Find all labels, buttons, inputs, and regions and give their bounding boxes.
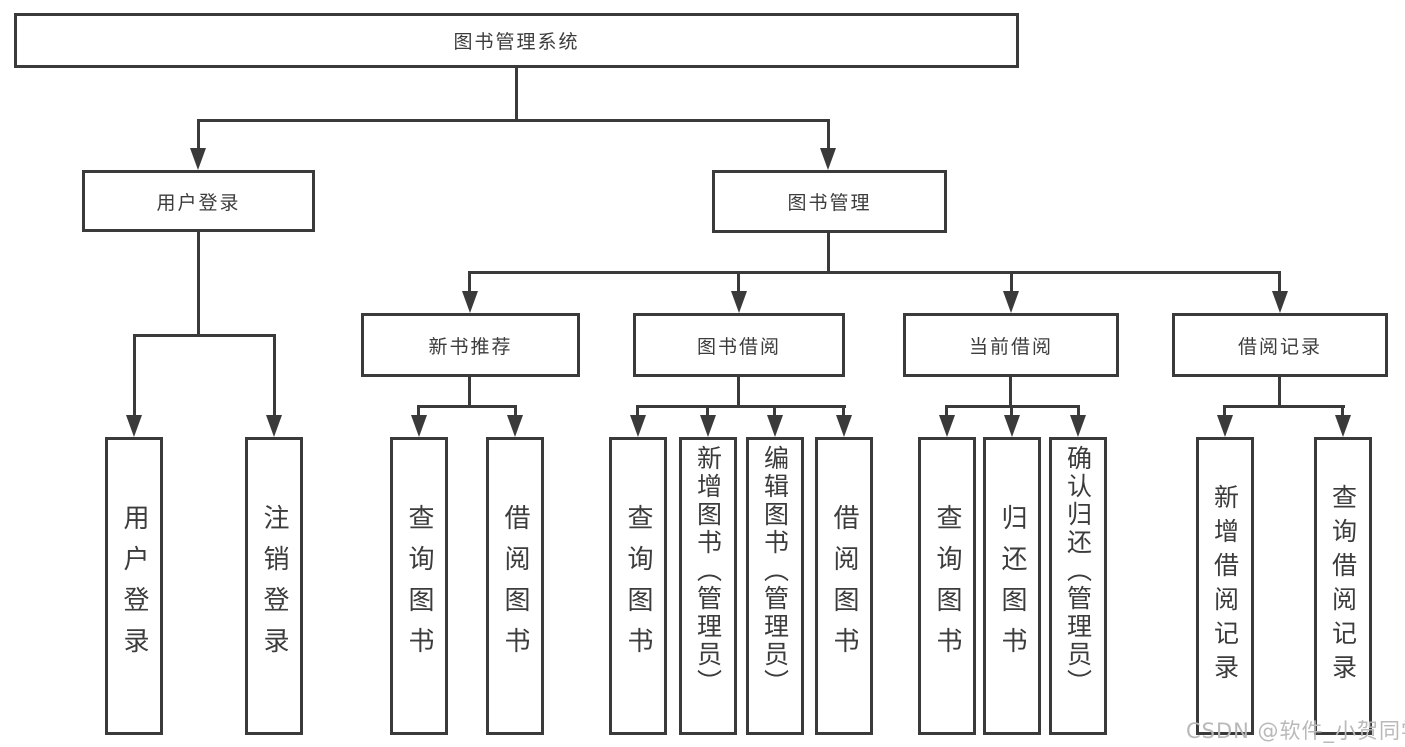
node-query-borrow-record: 查询借阅记录 (1314, 437, 1372, 735)
connector-line (1010, 271, 1013, 293)
connector-line (1009, 377, 1012, 408)
node-new-book-recommend: 新书推荐 (361, 313, 580, 377)
node-library-system: 图书管理系统 (14, 13, 1019, 68)
connector-arrowhead (1217, 415, 1233, 437)
node-add-book-admin: 新增图书（管理员） (679, 437, 737, 735)
connector-line (636, 405, 639, 417)
connector-arrowhead (700, 415, 716, 437)
node-label: 新书推荐 (428, 335, 513, 358)
node-label: 借阅图书 (500, 504, 530, 668)
connector-line (1341, 405, 1344, 417)
node-add-borrow-record: 新增借阅记录 (1196, 437, 1254, 735)
node-label: 用户登录 (119, 504, 149, 668)
node-query-books-current: 查询图书 (918, 437, 976, 735)
node-label: 借阅图书 (829, 504, 859, 668)
connector-arrowhead (1004, 415, 1020, 437)
connector-arrowhead (266, 415, 282, 437)
node-user-login-leaf: 用户登录 (105, 437, 163, 735)
connector-line (1223, 405, 1226, 417)
connector-arrowhead (731, 291, 747, 313)
connector-line (273, 334, 276, 416)
connector-arrowhead (836, 415, 852, 437)
connector-arrowhead (767, 415, 783, 437)
connector-arrowhead (126, 415, 142, 437)
connector-arrowhead (462, 291, 478, 313)
node-borrow-books-borrow: 借阅图书 (815, 437, 873, 735)
node-label: 查询图书 (932, 504, 962, 668)
node-confirm-return-admin: 确认归还（管理员） (1049, 437, 1107, 735)
connector-line (468, 271, 471, 293)
connector-line (737, 377, 740, 408)
connector-line (468, 271, 1281, 274)
node-label: 图书借阅 (696, 335, 781, 358)
connector-line (197, 232, 200, 337)
connector-line (773, 405, 776, 417)
connector-arrowhead (1272, 291, 1288, 313)
node-label: 查询图书 (404, 504, 434, 668)
node-current-borrow: 当前借阅 (903, 313, 1119, 377)
connector-line (133, 334, 136, 416)
connector-line (1278, 271, 1281, 293)
node-user-login: 用户登录 (82, 170, 315, 232)
connector-line (827, 119, 830, 149)
connector-arrowhead (507, 415, 523, 437)
connector-line (737, 271, 740, 293)
connector-arrowhead (1070, 415, 1086, 437)
node-label: 归还图书 (997, 504, 1027, 668)
node-label: 借阅记录 (1237, 335, 1322, 358)
connector-line (197, 119, 200, 149)
node-label: 编辑图书（管理员） (760, 445, 790, 697)
connector-line (514, 405, 517, 417)
connector-line (827, 233, 830, 274)
connector-line (417, 405, 517, 408)
node-book-borrow: 图书借阅 (633, 313, 845, 377)
connector-arrowhead (190, 148, 206, 170)
connector-line (1223, 405, 1345, 408)
connector-line (515, 68, 518, 122)
node-label: 当前借阅 (968, 335, 1053, 358)
node-borrow-records: 借阅记录 (1172, 313, 1388, 377)
connector-line (1010, 405, 1013, 417)
connector-line (636, 405, 846, 408)
connector-arrowhead (939, 415, 955, 437)
node-label: 图书管理系统 (453, 31, 580, 53)
connector-arrowhead (820, 148, 836, 170)
node-label: 注销登录 (259, 504, 289, 668)
connector-line (417, 405, 420, 417)
node-query-books-borrow: 查询图书 (609, 437, 667, 735)
connector-line (197, 119, 830, 122)
node-label: 查询借阅记录 (1328, 484, 1358, 688)
node-label: 确认归还（管理员） (1063, 445, 1093, 697)
node-borrow-books-recommend: 借阅图书 (486, 437, 544, 735)
connector-line (945, 405, 948, 417)
node-query-books-recommend: 查询图书 (390, 437, 448, 735)
connector-arrowhead (1003, 291, 1019, 313)
connector-line (1077, 405, 1080, 417)
connector-line (133, 334, 276, 337)
node-label: 图书管理 (787, 192, 872, 214)
connector-line (842, 405, 845, 417)
node-book-management: 图书管理 (712, 170, 947, 233)
connector-line (706, 405, 709, 417)
connector-arrowhead (1335, 415, 1351, 437)
watermark: CSDN @软件_小贺同学 (1186, 719, 1405, 743)
node-label: 新增借阅记录 (1210, 484, 1240, 688)
connector-line (468, 377, 471, 408)
node-return-book: 归还图书 (983, 437, 1041, 735)
connector-arrowhead (630, 415, 646, 437)
connector-arrowhead (411, 415, 427, 437)
node-label: 新增图书（管理员） (693, 445, 723, 697)
node-logout: 注销登录 (245, 437, 303, 735)
node-edit-book-admin: 编辑图书（管理员） (746, 437, 804, 735)
connector-line (1278, 377, 1281, 408)
node-label: 用户登录 (156, 191, 241, 214)
node-label: 查询图书 (623, 504, 653, 668)
